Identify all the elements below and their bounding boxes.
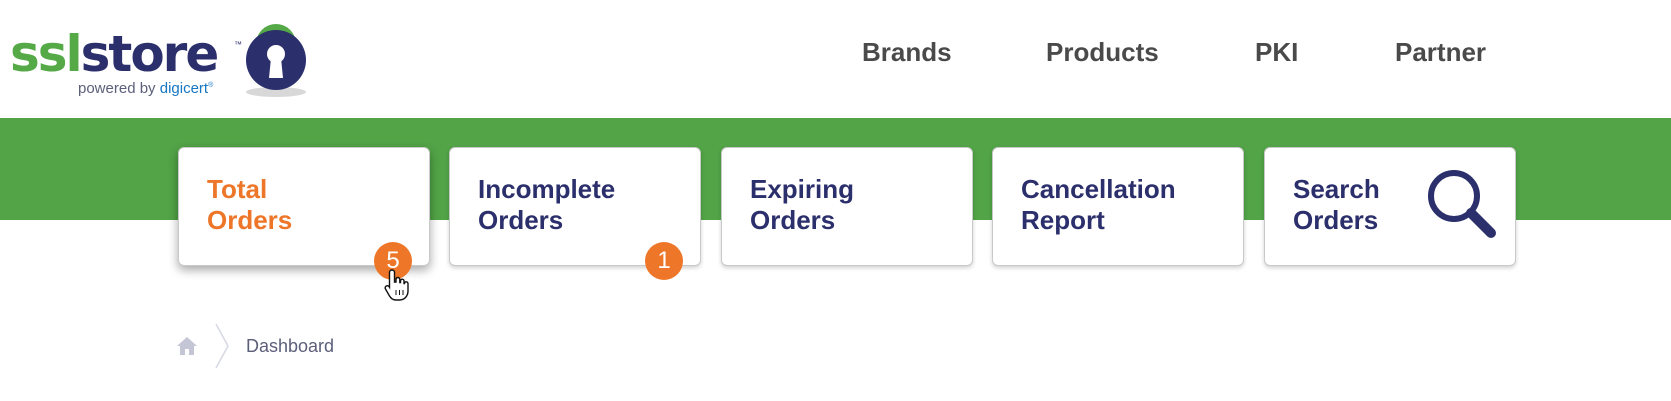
logo-ssl-text: ssl [10,25,83,83]
total-orders-line2: Orders [207,205,293,235]
logo-wordmark: sslstore [10,25,220,83]
home-icon[interactable] [176,335,198,357]
keyhole-lock-icon [246,24,306,97]
total-orders-line1: Total [207,174,268,204]
incomplete-orders-line1: Incomplete [478,174,616,204]
logo-store-text: store [80,25,220,83]
nav-pki[interactable]: PKI [1255,37,1299,67]
logo-trademark: ™ [234,40,242,49]
expiring-orders-label: Expiring Orders [750,174,920,236]
incomplete-orders-count-badge: 1 [645,242,683,280]
total-orders-label: Total Orders [207,174,377,236]
cancellation-report-line2: Report [1021,205,1105,235]
nav-brands[interactable]: Brands [862,37,952,67]
breadcrumb-dashboard: Dashboard [246,336,335,356]
powered-by-text: powered by [78,80,156,97]
search-orders-line2: Orders [1293,205,1379,235]
total-orders-count-badge: 5 [374,242,412,280]
magnifier-icon [1428,170,1496,238]
search-orders-line1: Search [1293,174,1380,204]
hand-pointer-cursor-icon [384,269,409,301]
powered-by-digicert: powered by digicert® [78,80,213,97]
expiring-orders-line1: Expiring [750,174,855,204]
search-orders-label: Search Orders [1293,174,1463,236]
incomplete-orders-line2: Orders [478,205,564,235]
nav-partner[interactable]: Partner [1395,37,1487,67]
cancellation-report-card[interactable]: Cancellation Report [992,147,1244,266]
breadcrumb-separator [215,323,229,369]
expiring-orders-line2: Orders [750,205,836,235]
nav-products[interactable]: Products [1046,37,1159,67]
incomplete-orders-label: Incomplete Orders [478,174,648,236]
expiring-orders-card[interactable]: Expiring Orders [721,147,973,266]
cancellation-report-line1: Cancellation [1021,174,1176,204]
digicert-text: digicert [159,80,209,97]
cancellation-report-label: Cancellation Report [1021,174,1191,236]
ssl-store-logo[interactable]: sslstore ™ powered by digicert® [10,12,310,102]
digicert-mark: ® [208,82,214,89]
site-header: sslstore ™ powered by digicert® Brands P… [0,0,1671,118]
